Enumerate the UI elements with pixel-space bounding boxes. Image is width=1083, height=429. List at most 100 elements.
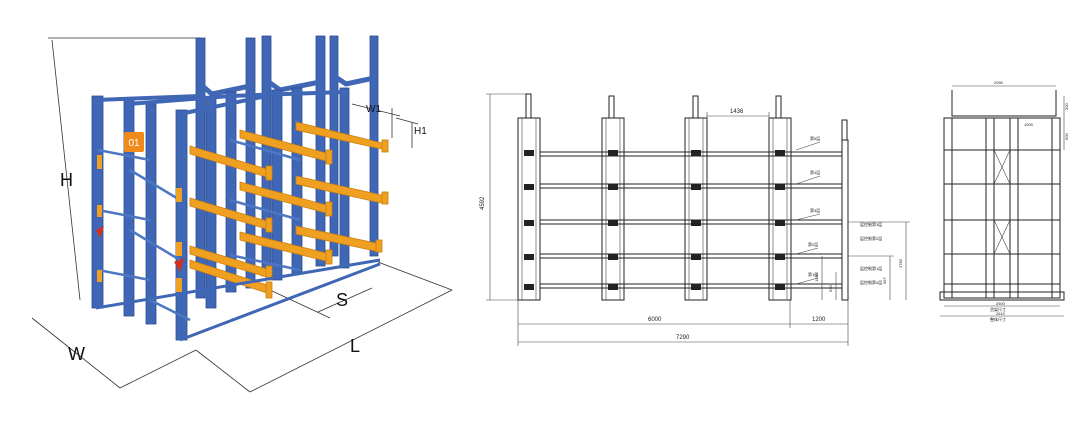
marker-4-3 — [775, 220, 785, 226]
label-l: L — [350, 336, 360, 356]
rack-number-text: 01 — [128, 138, 140, 149]
side-brace-2 — [993, 149, 1011, 185]
brace-7 — [229, 138, 301, 162]
iso-base — [95, 258, 381, 342]
dim-1200-text: 1200 — [812, 317, 826, 323]
arm-stop-10 — [265, 281, 273, 299]
front-arm-markers — [524, 150, 785, 290]
brace-9 — [229, 253, 301, 272]
label-s: S — [336, 290, 348, 310]
marker-1-3 — [524, 220, 534, 226]
brace-1 — [97, 148, 151, 162]
side-top-frame — [951, 90, 1057, 117]
side-top-dim-text: 2050 — [994, 80, 1004, 85]
side-label-3: 层控制第1层 — [860, 265, 882, 271]
front-height-text: 4592 — [480, 196, 486, 210]
top-beam-3 — [179, 92, 277, 116]
side-plate-2 — [97, 205, 102, 217]
side-arms — [944, 149, 1060, 285]
base-rail-1 — [95, 258, 381, 310]
front-right-post — [841, 139, 849, 301]
upright-g — [271, 89, 283, 281]
brace-2 — [97, 208, 151, 222]
side-label-2: 层控制第2层 — [860, 235, 882, 241]
column-4 — [768, 117, 792, 301]
marker-1-5 — [524, 150, 534, 156]
iso-dimension-lines — [31, 37, 453, 393]
l-dim-start — [195, 349, 251, 393]
brace-5 — [129, 228, 181, 262]
back-upright-1 — [195, 37, 206, 299]
marker-3-5 — [691, 150, 701, 156]
leader-4 — [795, 175, 821, 185]
red-handle-2 — [174, 258, 184, 272]
pole-1 — [525, 93, 532, 121]
dim-7290-text: 7290 — [676, 335, 690, 341]
marker-2-4 — [608, 184, 618, 190]
column-2 — [601, 117, 625, 301]
bay-dim-text: 1436 — [730, 109, 744, 115]
l-dim-end — [377, 261, 453, 291]
side-uprights — [943, 117, 1061, 299]
iso-top-beams — [95, 90, 345, 116]
marker-1-4 — [524, 184, 534, 190]
leader-5 — [795, 141, 821, 151]
label-h1: H1 — [414, 126, 427, 137]
label-w: W — [68, 344, 85, 364]
arm-stop-5 — [325, 201, 333, 217]
front-bottom-dims — [517, 300, 849, 346]
w-dim-line — [31, 317, 121, 389]
top-beam-2 — [127, 94, 231, 106]
level-label-4: 第4层 — [810, 169, 820, 175]
brace-8 — [229, 198, 301, 222]
back-upright-5 — [329, 35, 339, 257]
side-brace-4 — [993, 219, 1011, 255]
level-label-2: 第2层 — [808, 241, 818, 247]
upright-c — [145, 103, 157, 325]
top-beam-1 — [95, 94, 201, 102]
side-plate-1 — [97, 155, 102, 169]
dim-630-text: 630 — [828, 285, 833, 292]
pole-4 — [775, 95, 782, 121]
h-dim-line — [51, 39, 81, 301]
marker-1-1 — [524, 284, 534, 290]
column-3 — [684, 117, 708, 301]
iso-bracing — [97, 138, 301, 322]
front-level-labels: 第5层 第4层 第3层 第2层 第1层 — [795, 135, 821, 285]
level-label-1: 第1层 — [808, 271, 818, 277]
arm-stop-3 — [381, 139, 389, 153]
marker-3-1 — [691, 284, 701, 290]
side-r2-text: 600 — [1064, 133, 1069, 140]
front-right-dims — [821, 221, 910, 300]
top-beam-4 — [229, 90, 345, 98]
side-r1-text: 300 — [1064, 103, 1069, 110]
arm-stop-2 — [325, 149, 333, 165]
brace-3 — [97, 268, 151, 282]
side-label-1: 层控制第3层 — [860, 221, 882, 227]
marker-2-1 — [608, 284, 618, 290]
side-bracing — [993, 149, 1011, 255]
leader-1 — [795, 277, 819, 285]
side-inner-dim-text: 1000 — [1024, 122, 1034, 127]
side-label-4: 层控制第4层 — [860, 279, 882, 285]
front-columns — [517, 117, 792, 301]
arm-stop-1 — [265, 165, 273, 181]
level-label-3: 第3层 — [810, 207, 820, 213]
marker-3-2 — [691, 254, 701, 260]
side-plate-6 — [176, 278, 182, 292]
side-upright-r — [1051, 117, 1061, 299]
base-rail-2 — [179, 262, 381, 342]
pole-2 — [608, 95, 615, 121]
top-frame-3 — [332, 73, 375, 87]
side-elevation-view: 2050 1000 — [939, 80, 1069, 322]
side-main-frame — [943, 117, 1061, 299]
marker-3-4 — [691, 184, 701, 190]
label-w1: W1 — [366, 104, 381, 115]
side-upright-cl — [985, 117, 995, 299]
rack-number-badge — [124, 132, 144, 152]
upright-i — [339, 87, 350, 269]
iso-side-plates — [96, 155, 184, 292]
front-side-labels: 层控制第3层 层控制第2层 层控制第1层 层控制第4层 — [860, 221, 882, 285]
arm-stop-8 — [325, 249, 333, 265]
